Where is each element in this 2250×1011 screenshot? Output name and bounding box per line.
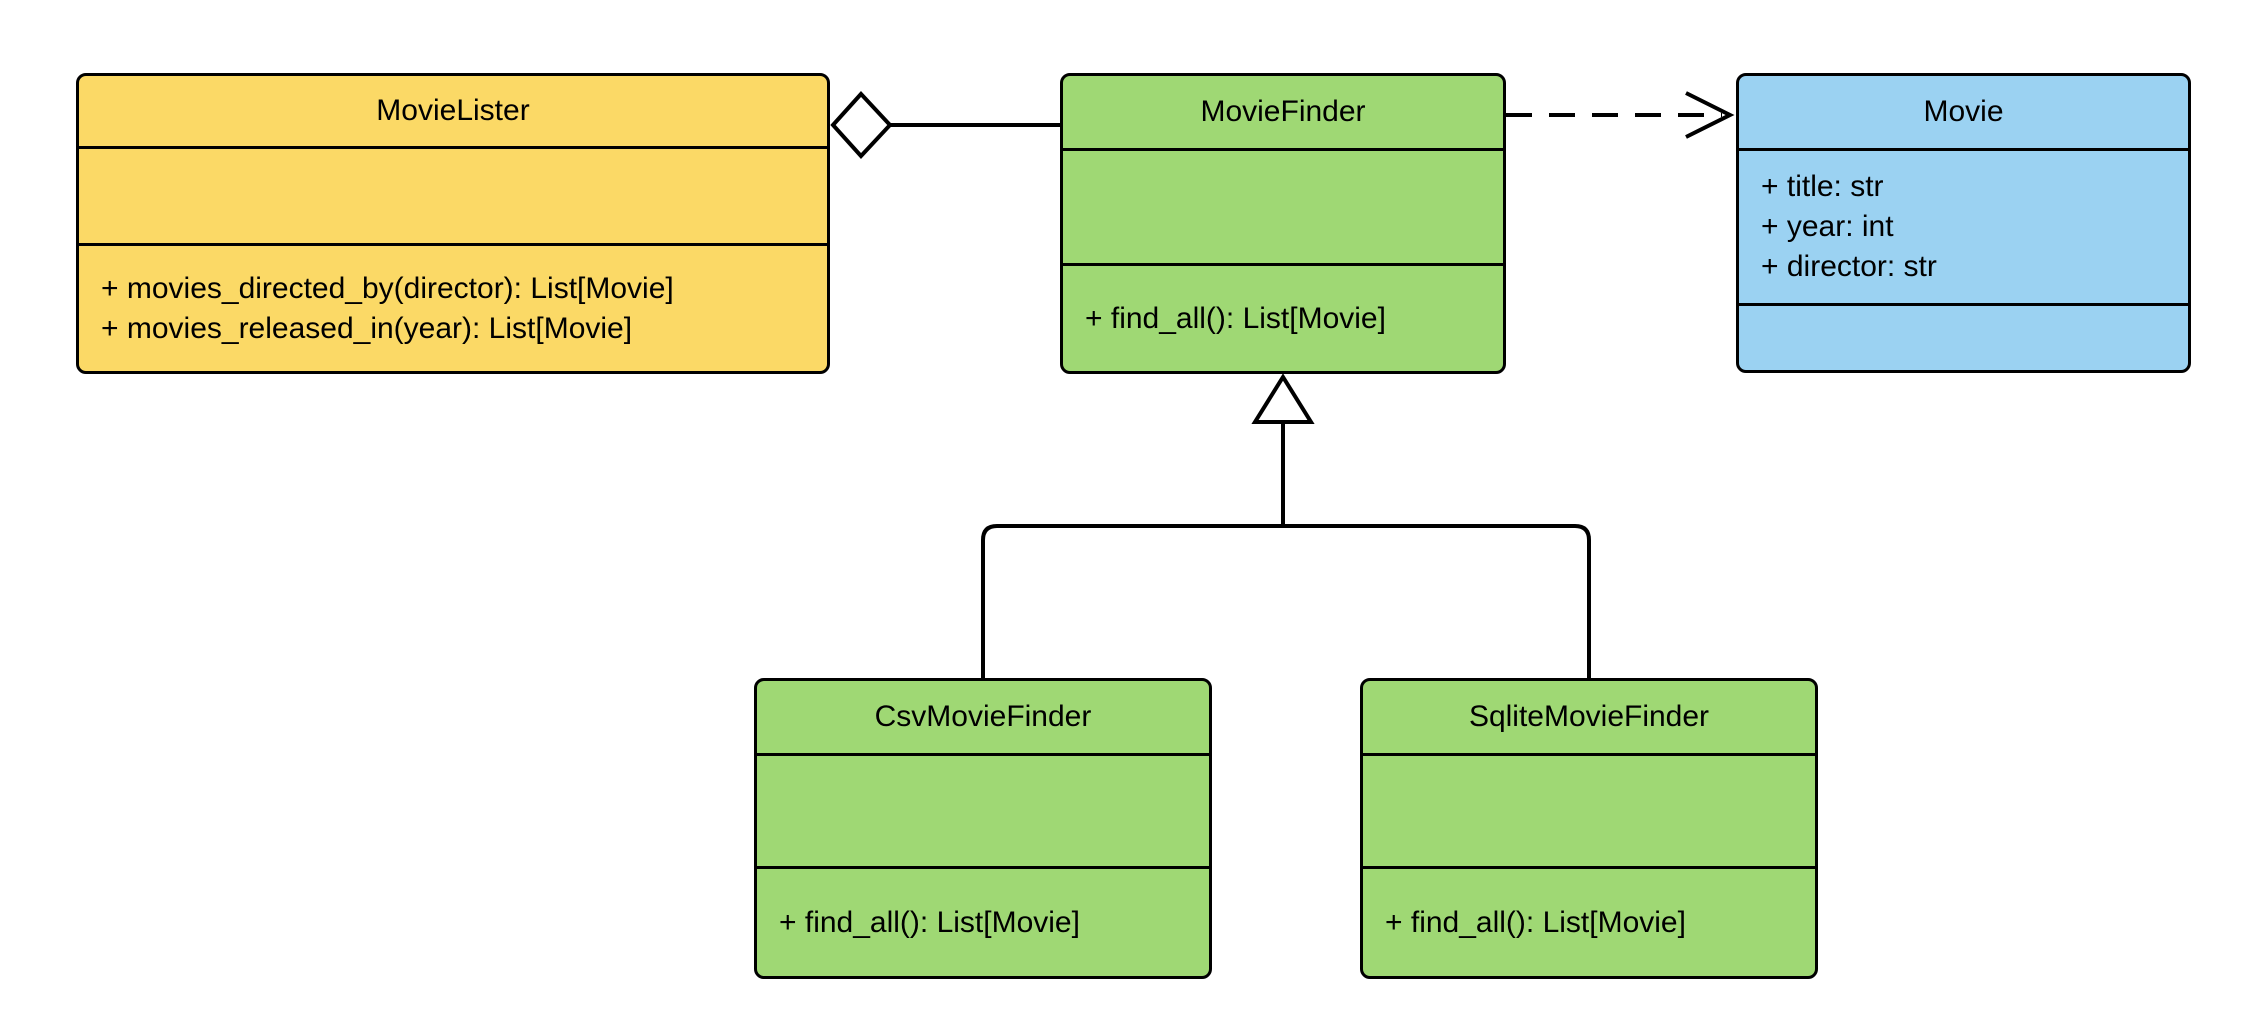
class-sqlitemoviefinder[interactable]: SqliteMovieFinder + find_all(): List[Mov… [1360,678,1818,979]
method-entry: + movies_released_in(year): List[Movie] [101,311,633,345]
attributes-compartment [757,753,1209,866]
class-title: MovieLister [376,94,530,127]
method-entry: + find_all(): List[Movie] [779,905,1080,939]
inheritance-triangle-icon [1251,373,1315,424]
class-moviefinder[interactable]: MovieFinder + find_all(): List[Movie] [1060,73,1506,374]
attributes-compartment [1363,753,1815,866]
attribute-entry: + director: str [1761,250,1937,283]
methods-compartment: + find_all(): List[Movie] [1063,263,1503,371]
method-entry: + find_all(): List[Movie] [1385,905,1686,939]
methods-compartment: + movies_directed_by(director): List[Mov… [79,243,827,371]
class-title: MovieFinder [1200,95,1366,128]
dependency-connector[interactable] [1506,91,1735,139]
methods-compartment: + find_all(): List[Movie] [757,866,1209,976]
class-csvmoviefinder[interactable]: CsvMovieFinder + find_all(): List[Movie] [754,678,1212,979]
aggregation-diamond-icon [830,91,893,159]
methods-compartment [1739,303,2188,370]
method-entry: + find_all(): List[Movie] [1085,301,1386,335]
class-title: CsvMovieFinder [874,700,1092,733]
attribute-entry: + title: str [1761,170,1884,203]
attribute-entry: + year: int [1761,210,1894,243]
methods-compartment: + find_all(): List[Movie] [1363,866,1815,976]
class-movie[interactable]: Movie + title: str + year: int + directo… [1736,73,2191,373]
class-title: SqliteMovieFinder [1468,700,1710,733]
aggregation-connector[interactable] [830,91,1060,159]
class-title: Movie [1923,95,2004,128]
method-entry: + movies_directed_by(director): List[Mov… [101,271,674,305]
dependency-arrowhead-icon [1685,91,1735,139]
inheritance-connector[interactable] [981,373,1591,678]
inheritance-branch-path [981,524,1591,678]
attributes-compartment [1063,148,1503,263]
attributes-compartment: + title: str + year: int + director: str [1739,148,2188,303]
class-movielister[interactable]: MovieLister + movies_directed_by(directo… [76,73,830,374]
attributes-compartment [79,146,827,243]
